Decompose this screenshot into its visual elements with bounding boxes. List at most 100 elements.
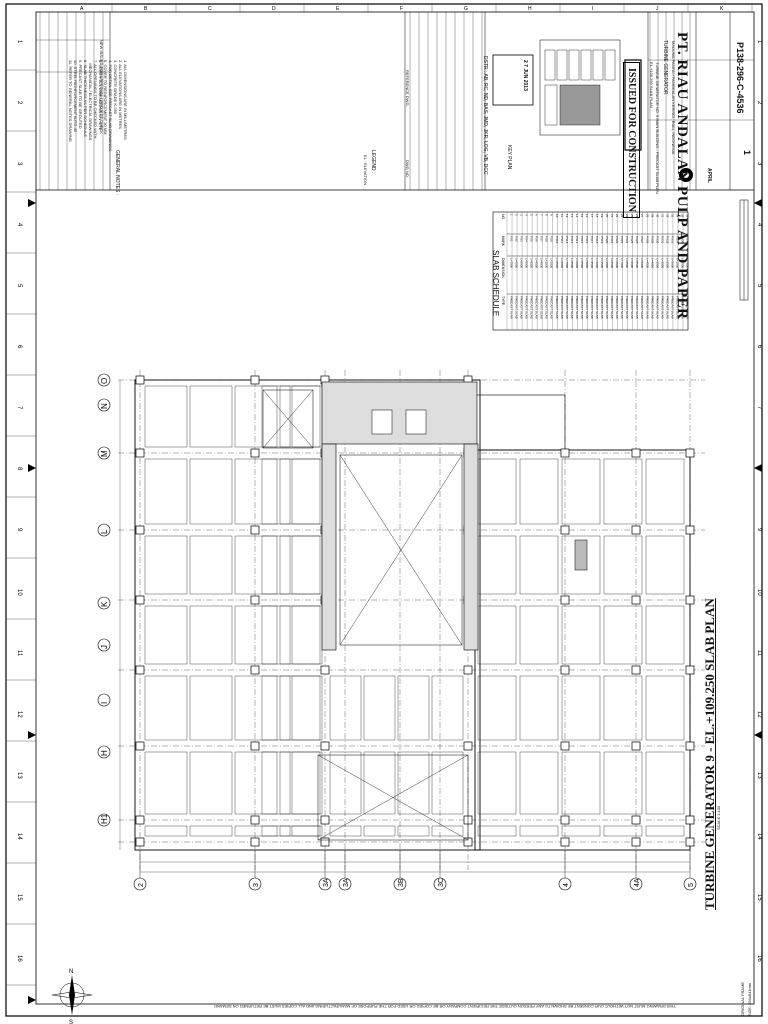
precast-slab-panel (431, 675, 464, 741)
border-number: 13 (16, 772, 22, 779)
precast-slab-panel (261, 825, 291, 837)
schedule-cell: 16 (585, 214, 589, 218)
precast-slab-panel (519, 458, 559, 525)
border-number: 10 (16, 589, 22, 596)
structural-column (250, 595, 260, 605)
structural-column (685, 525, 695, 535)
schedule-cell: PRECAST SLAB (680, 296, 684, 319)
issued-for-construction-stamp: ISSUED FOR CONSTRUCTION (623, 62, 640, 218)
structural-column (135, 665, 145, 675)
border-letter: G (464, 6, 468, 12)
hatched-wall-left (321, 443, 337, 651)
border-letter: K (720, 6, 724, 12)
schedule-cell: PRECAST SLAB (630, 296, 634, 319)
precast-slab-panel (519, 675, 559, 741)
schedule-cell: PRECAST SLAB (515, 296, 519, 319)
schedule-cell: PS18 (595, 236, 599, 244)
precast-slab-panel (431, 825, 464, 837)
schedule-cell: PRECAST SLAB (650, 296, 654, 319)
schedule-cell: 15 (580, 214, 584, 218)
schedule-cell: PS11 (560, 236, 564, 243)
grid-bubble (629, 877, 643, 891)
precast-slab-panel (477, 825, 517, 837)
svg-text:N: N (69, 969, 73, 975)
schedule-cell: PRECAST SLAB (530, 296, 534, 319)
schedule-cell: L=4000 (595, 258, 599, 268)
schedule-cell: PS7 (540, 236, 544, 242)
schedule-cell: L=6000 (520, 258, 524, 268)
schedule-cell: PS22 (615, 236, 619, 244)
grid-col-label: 2 (138, 883, 145, 887)
schedule-cell: L=5500 (580, 258, 584, 268)
precast-slab-panel (189, 825, 233, 837)
schedule-cell: PS27 (640, 236, 644, 244)
precast-slab-panel (144, 675, 188, 741)
svg-text:S: S (69, 1020, 73, 1024)
structural-column (135, 815, 145, 825)
grid-bubble (393, 877, 407, 891)
schedule-cell: PRECAST SLAB (595, 296, 599, 319)
schedule-cell: L=4500 (590, 258, 594, 268)
precast-slab-panel (561, 825, 601, 837)
date-stamp-box (492, 54, 534, 106)
grid-bubble (97, 813, 111, 827)
structural-column (685, 741, 695, 751)
grid-row-label: H (100, 750, 109, 756)
schedule-cell: PS19 (600, 236, 604, 244)
precast-slab-panel (477, 535, 517, 595)
drawing-title: TURBINE GENERATOR 9 - EL.+109.250 SLAB P… (702, 598, 717, 910)
grid-bubble (97, 373, 111, 387)
schedule-cell: 31 (660, 214, 664, 218)
schedule-cell: PS4 (525, 236, 529, 242)
structural-column (320, 837, 330, 847)
north-arrow: N S (51, 969, 93, 1024)
grid-bubble (338, 877, 352, 891)
grid-bubble (433, 877, 447, 891)
schedule-cell: L=6500 (570, 258, 574, 268)
border-ticks: 1122334455667788991010111112121313141415… (6, 4, 762, 1004)
schedule-cell: PRECAST SLAB (575, 296, 579, 319)
schedule-cell: 34 (675, 214, 679, 218)
schedule-cell: L=7000 (620, 258, 624, 268)
precast-slab-panel (397, 675, 430, 741)
border-number: 5 (16, 284, 22, 288)
schedule-cell: 3 (520, 214, 524, 216)
schedule-cell: L=7000 (685, 258, 689, 268)
schedule-cell: L=4000 (540, 258, 544, 268)
grid-bubble (97, 596, 111, 610)
grid-col-label: 5 (688, 883, 695, 887)
precast-slab-panel (561, 458, 601, 525)
structural-column (250, 815, 260, 825)
grid-bubble (97, 523, 111, 537)
stair-opening (262, 389, 314, 449)
schedule-cell: L=3000 (550, 258, 554, 268)
schedule-cell: 11 (560, 214, 564, 217)
schedule-cell: PRECAST SLAB (670, 296, 674, 319)
title-line-1: TURBINE GENERATOR NO. 9 MAIN BUILDING - … (655, 62, 660, 194)
precast-slab-panel (261, 605, 291, 665)
schedule-cell: 10 (555, 214, 559, 218)
precast-slab-panel (189, 751, 233, 815)
precast-slab-panel (477, 605, 517, 665)
schedule-cell: PRECAST SLAB (570, 296, 574, 319)
border-number: 16 (756, 955, 762, 962)
precast-slab-panel (144, 825, 188, 837)
border-number: 7 (756, 406, 762, 410)
structural-column (631, 665, 641, 675)
grid-bubble (558, 877, 572, 891)
precast-slab-panel (329, 825, 362, 837)
schedule-cell: PRECAST SLAB (605, 296, 609, 319)
schedule-cell: 13 (570, 214, 574, 218)
schedule-cell: PRECAST SLAB (550, 296, 554, 319)
schedule-cell: 8 (545, 214, 549, 216)
slab-schedule-title: SLAB SCHEDULE (491, 250, 500, 317)
schedule-cell: L=5500 (525, 258, 529, 268)
precast-slab-panel (279, 825, 323, 837)
schedule-cell: PRECAST SLAB (620, 296, 624, 319)
schedule-cell: PS12 (565, 236, 569, 244)
schedule-cell: PS24 (625, 236, 629, 244)
grid-row-label: O (100, 378, 109, 384)
precast-slab-panel (234, 385, 278, 448)
